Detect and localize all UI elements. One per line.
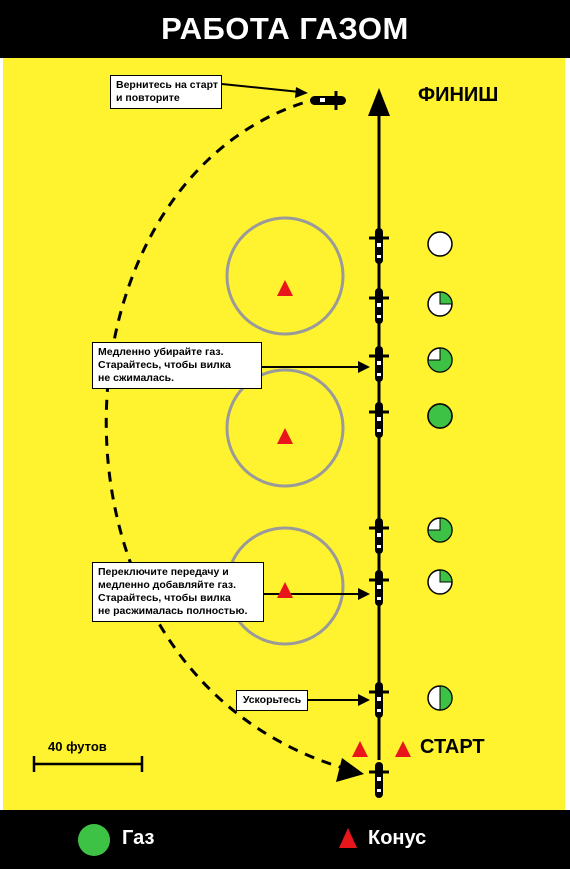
- drill-field: Вернитесь на старт и повторите Медленно …: [0, 58, 570, 810]
- return-arrowhead: [336, 758, 364, 782]
- start-label: СТАРТ: [420, 736, 485, 758]
- motorcycle-light: [377, 429, 381, 432]
- callout-arrow: [221, 83, 301, 93]
- motorcycle-icon: [369, 288, 389, 324]
- callout-line: Переключите передачу и: [98, 566, 229, 578]
- field-graphics: [3, 58, 565, 810]
- motorcycle-seat: [377, 777, 381, 781]
- gauge-fill: [439, 685, 453, 711]
- legend-throttle-label: Газ: [122, 827, 155, 849]
- scale-label: 40 футов: [48, 739, 107, 754]
- callout-arrowhead: [358, 361, 370, 373]
- cone-icon: [277, 280, 293, 296]
- motorcycle-icon: [369, 402, 389, 438]
- finish-arrowhead: [368, 88, 390, 116]
- throttle-gauge: [427, 291, 453, 317]
- motorcycle-icon: [369, 518, 389, 554]
- motorcycle-light: [377, 315, 381, 318]
- gauge-background: [427, 231, 453, 257]
- gauge-fill: [439, 569, 453, 583]
- green-circle-icon: [78, 824, 110, 856]
- callout-line: Ускорьтесь: [242, 694, 302, 706]
- motorcycle-light: [377, 255, 381, 258]
- motorcycle-light: [377, 597, 381, 600]
- title-bar: РАБОТА ГАЗОМ: [0, 0, 570, 58]
- motorcycle-light: [377, 545, 381, 548]
- callout-line: не расжималась полностью.: [98, 605, 248, 617]
- motorcycle-light: [377, 789, 381, 792]
- return-path: [104, 96, 351, 772]
- return-callout: Вернитесь на старт и повторите: [110, 75, 222, 109]
- motorcycle-seat: [377, 533, 381, 537]
- motorcycle-icon: [369, 346, 389, 382]
- callout-line: Вернитесь на старт: [116, 79, 219, 91]
- motorcycle-icon: [369, 570, 389, 606]
- throttle-gauge: [427, 231, 453, 257]
- motorcycle-icon: [369, 682, 389, 718]
- callout-arrowhead: [358, 694, 370, 706]
- motorcycle-icon: [369, 228, 389, 264]
- legend-cone-label: Конус: [368, 827, 427, 849]
- page-title: РАБОТА ГАЗОМ: [161, 11, 409, 46]
- cone-zone-circle: [225, 368, 345, 488]
- motorcycle-icon: [310, 91, 346, 110]
- throttle-gauge: [427, 347, 453, 373]
- cone-icon: [352, 741, 368, 757]
- cone-icon: [277, 428, 293, 444]
- gauge-fill: [427, 347, 453, 373]
- motorcycle-light: [377, 709, 381, 712]
- motorcycle-seat: [377, 303, 381, 307]
- shift-callout: Переключите передачу и медленно добавляй…: [92, 562, 264, 622]
- motorcycle-seat: [320, 98, 325, 102]
- throttle-gauge: [427, 685, 453, 711]
- throttle-gauge: [427, 403, 453, 429]
- cone-zone-circle: [225, 216, 345, 336]
- throttle-gauge: [427, 569, 453, 595]
- callout-line: не сжималась.: [98, 372, 175, 384]
- motorcycle-icon: [369, 762, 389, 798]
- motorcycle-seat: [377, 417, 381, 421]
- callout-line: медленно добавляйте газ.: [98, 579, 237, 591]
- throttle-gauge: [427, 517, 453, 543]
- legend-bar: Газ Конус: [0, 810, 570, 869]
- red-triangle-icon: [339, 828, 357, 848]
- cone-icon: [395, 741, 411, 757]
- motorcycle-seat: [377, 361, 381, 365]
- motorcycle-light: [377, 373, 381, 376]
- accelerate-callout: Ускорьтесь: [236, 690, 308, 711]
- motorcycle-seat: [377, 585, 381, 589]
- callout-arrowhead: [295, 87, 308, 98]
- legend-graphics: [78, 824, 357, 856]
- callout-line: Старайтесь, чтобы вилка: [98, 592, 231, 604]
- callout-line: Старайтесь, чтобы вилка: [98, 359, 231, 371]
- motorcycle-seat: [377, 697, 381, 701]
- callout-line: и повторите: [116, 92, 180, 104]
- finish-label: ФИНИШ: [418, 84, 499, 106]
- motorcycle-body: [310, 96, 346, 105]
- gauge-fill: [427, 403, 453, 429]
- ease-off-callout: Медленно убирайте газ. Старайтесь, чтобы…: [92, 342, 262, 389]
- gauge-fill: [427, 517, 453, 543]
- cone-icon: [277, 582, 293, 598]
- motorcycle-seat: [377, 243, 381, 247]
- callout-arrowhead: [358, 588, 370, 600]
- callout-line: Медленно убирайте газ.: [98, 346, 224, 358]
- gauge-fill: [439, 291, 453, 305]
